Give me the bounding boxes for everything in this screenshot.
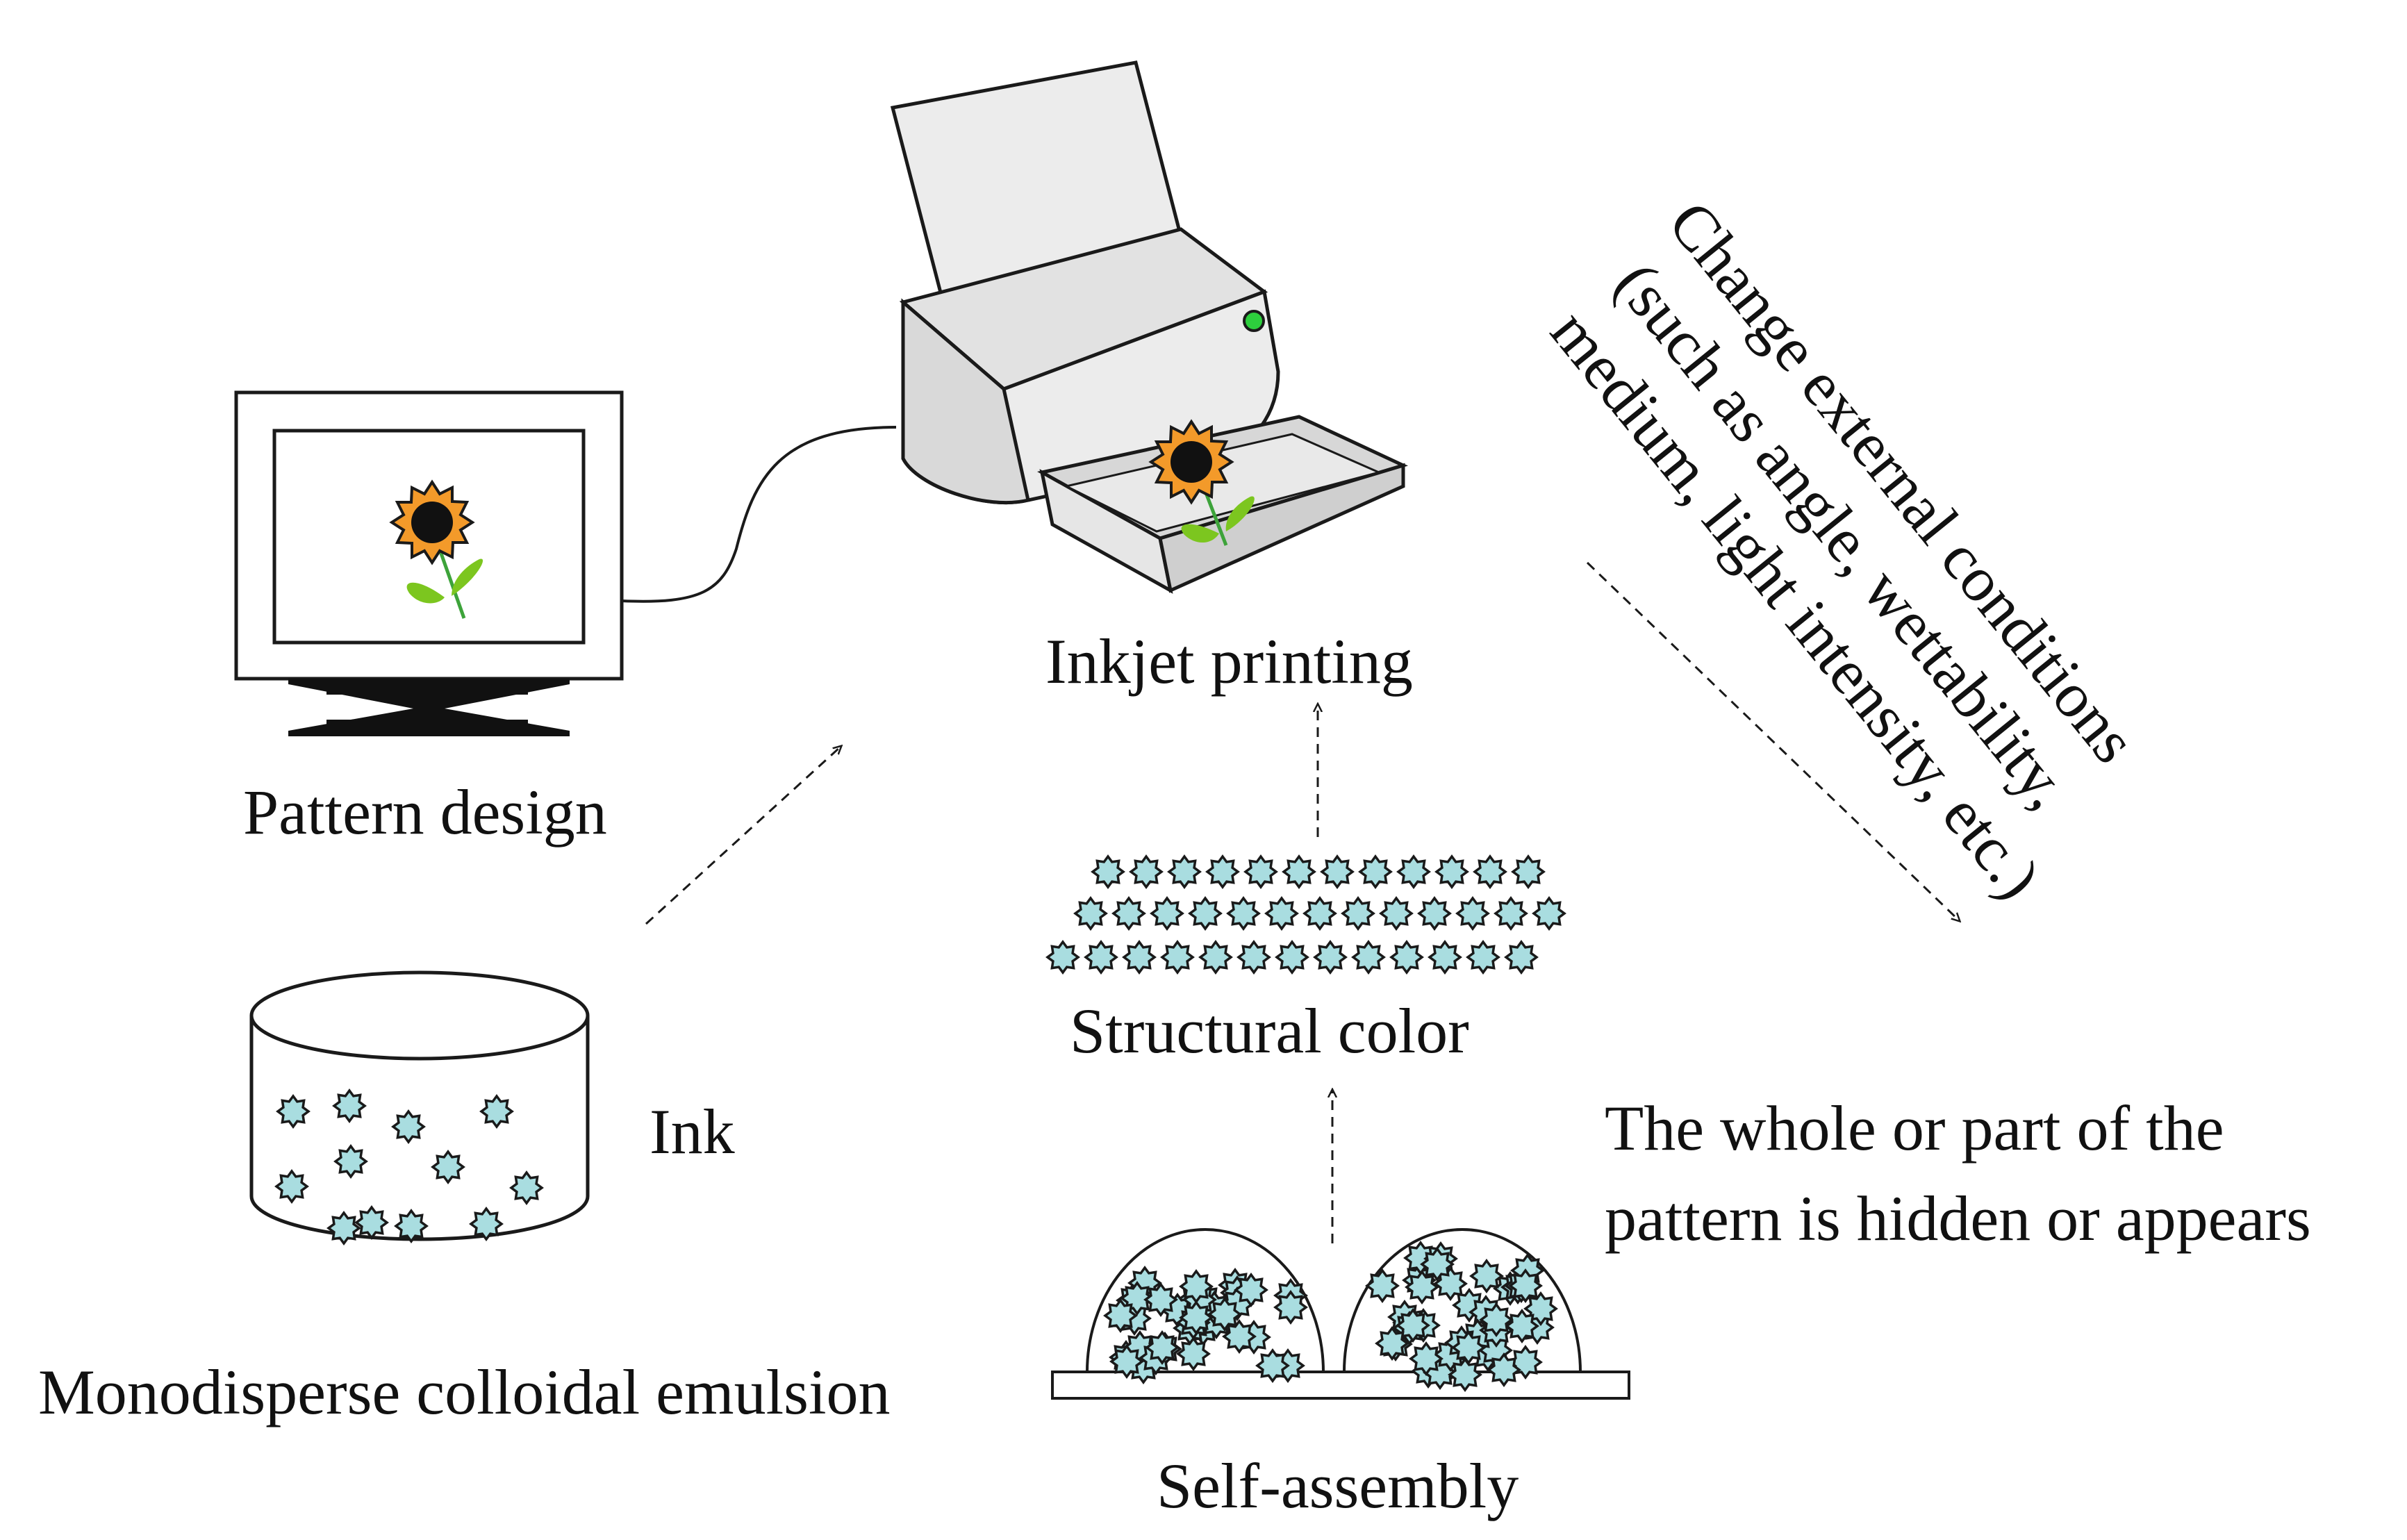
label-result-line2: pattern is hidden or appears <box>1605 1183 2311 1254</box>
label-result-line1: The whole or part of the <box>1605 1093 2224 1164</box>
assembling-particle <box>1234 1273 1268 1307</box>
structural-particle <box>1435 855 1469 888</box>
assembling-particle <box>1480 1303 1513 1336</box>
ink-particle <box>395 1209 428 1243</box>
ink-particle <box>431 1150 465 1184</box>
ink-particle <box>276 1095 310 1128</box>
structural-particle <box>1189 897 1222 930</box>
structural-particle <box>1091 855 1125 888</box>
assembling-particle <box>1145 1331 1179 1364</box>
structural-particle <box>1466 941 1500 974</box>
structural-particle <box>1390 941 1423 974</box>
structural-particle <box>1161 941 1194 974</box>
ink-particle <box>470 1207 503 1241</box>
assembling-particle <box>1409 1342 1443 1375</box>
printer-icon <box>890 60 1409 594</box>
structural-particle <box>1303 897 1337 930</box>
arrow-ink-to-design <box>645 747 841 925</box>
structural-particle <box>1314 941 1347 974</box>
ink-particle <box>333 1089 366 1123</box>
structural-particle <box>1282 855 1316 888</box>
label-ink: Ink <box>650 1096 735 1167</box>
ink-particle <box>334 1145 367 1178</box>
structural-color-particles <box>1046 855 1566 974</box>
assembling-particle <box>1448 1358 1482 1391</box>
conditions-label: Change external conditions (such as angl… <box>1537 188 2150 911</box>
assembling-particle <box>1421 1248 1454 1281</box>
assembling-particle <box>1274 1291 1307 1324</box>
structural-particle <box>1130 855 1163 888</box>
structural-particle <box>1352 941 1385 974</box>
assembling-particle <box>1256 1349 1289 1382</box>
label-inkjet-printing: Inkjet printing <box>1045 626 1413 697</box>
structural-particle <box>1397 855 1430 888</box>
structural-particle <box>1237 941 1271 974</box>
structural-particle <box>1380 897 1413 930</box>
structural-particle <box>1112 897 1145 930</box>
assembling-particle <box>1509 1269 1542 1302</box>
structural-particle <box>1473 855 1507 888</box>
structural-particle <box>1359 855 1392 888</box>
assembling-particle <box>1405 1270 1439 1304</box>
label-self-assembly: Self-assembly <box>1157 1450 1519 1521</box>
label-condition-line2: (such as angle, wettability, <box>1602 249 2085 821</box>
label-pattern-design: Pattern design <box>243 777 607 847</box>
structural-particle <box>1123 941 1156 974</box>
structural-particle <box>1199 941 1232 974</box>
structural-particle <box>1512 855 1545 888</box>
assembling-particle <box>1470 1259 1503 1293</box>
structural-particle <box>1150 897 1184 930</box>
label-monodisperse: Monodisperse colloidal emulsion <box>38 1357 891 1427</box>
structural-particle <box>1168 855 1201 888</box>
structural-particle <box>1418 897 1451 930</box>
structural-particle <box>1084 941 1118 974</box>
structural-particle <box>1227 897 1260 930</box>
assembling-particle <box>1180 1301 1213 1334</box>
ink-particle <box>355 1206 388 1239</box>
printer-cable <box>621 426 897 603</box>
structural-particle <box>1265 897 1298 930</box>
structural-particle <box>1456 897 1489 930</box>
ink-container-icon <box>249 970 590 1245</box>
assembling-particle <box>1505 1309 1539 1343</box>
assembling-particle <box>1144 1283 1177 1316</box>
assembling-particle <box>1180 1270 1213 1303</box>
assembling-particle <box>1177 1337 1210 1371</box>
structural-particle <box>1206 855 1239 888</box>
structural-particle <box>1341 897 1375 930</box>
assembling-particle <box>1487 1353 1521 1386</box>
structural-particle <box>1494 897 1528 930</box>
structural-particle <box>1321 855 1354 888</box>
structural-particle <box>1505 941 1538 974</box>
ink-particle <box>510 1171 543 1204</box>
arrow-conditions-to-result <box>1586 561 1959 920</box>
structural-particle <box>1244 855 1277 888</box>
structural-particle <box>1074 897 1107 930</box>
label-structural-color: Structural color <box>1070 995 1469 1066</box>
assembling-particle <box>1375 1327 1409 1360</box>
ink-particle <box>480 1095 513 1128</box>
structural-particle <box>1275 941 1309 974</box>
assembling-particle <box>1452 1331 1485 1364</box>
assembling-particle <box>1104 1299 1137 1332</box>
structural-particle <box>1428 941 1462 974</box>
structural-particle <box>1046 941 1080 974</box>
ink-particle <box>275 1170 308 1203</box>
structural-particle <box>1532 897 1566 930</box>
ink-particle <box>327 1211 361 1245</box>
assembling-particle <box>1366 1269 1399 1302</box>
self-assembly-icon <box>1051 1228 1630 1400</box>
assembling-particle <box>1223 1320 1256 1353</box>
assembling-particle <box>1110 1345 1143 1378</box>
ink-particle <box>392 1110 425 1143</box>
monitor-icon <box>234 390 624 736</box>
